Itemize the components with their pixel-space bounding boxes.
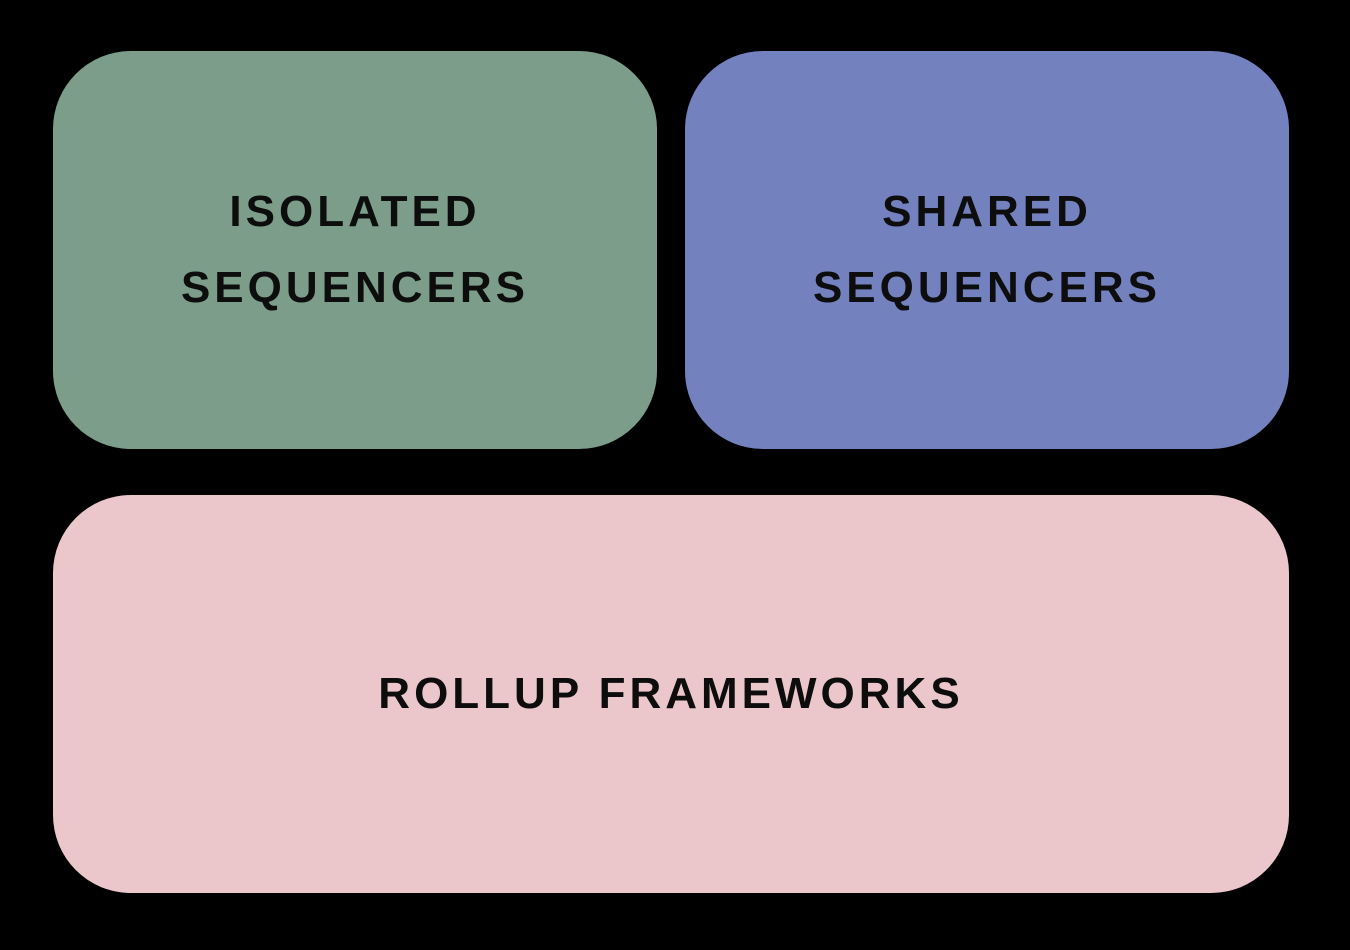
rollup-label-line1: ROLLUP FRAMEWORKS bbox=[378, 669, 964, 718]
shared-label-line2: SEQUENCERS bbox=[812, 263, 1162, 312]
shared-sequencers-box: SHARED SEQUENCERS bbox=[685, 51, 1289, 449]
isolated-sequencers-label: ISOLATED SEQUENCERS bbox=[181, 174, 529, 326]
rollup-frameworks-label: ROLLUP FRAMEWORKS bbox=[378, 656, 963, 732]
isolated-label-line1: ISOLATED bbox=[229, 187, 481, 236]
isolated-sequencers-box: ISOLATED SEQUENCERS bbox=[53, 51, 657, 449]
shared-label-line1: SHARED bbox=[882, 187, 1092, 236]
shared-sequencers-label: SHARED SEQUENCERS bbox=[813, 174, 1161, 326]
isolated-label-line2: SEQUENCERS bbox=[180, 263, 530, 312]
rollup-frameworks-box: ROLLUP FRAMEWORKS bbox=[53, 495, 1289, 893]
